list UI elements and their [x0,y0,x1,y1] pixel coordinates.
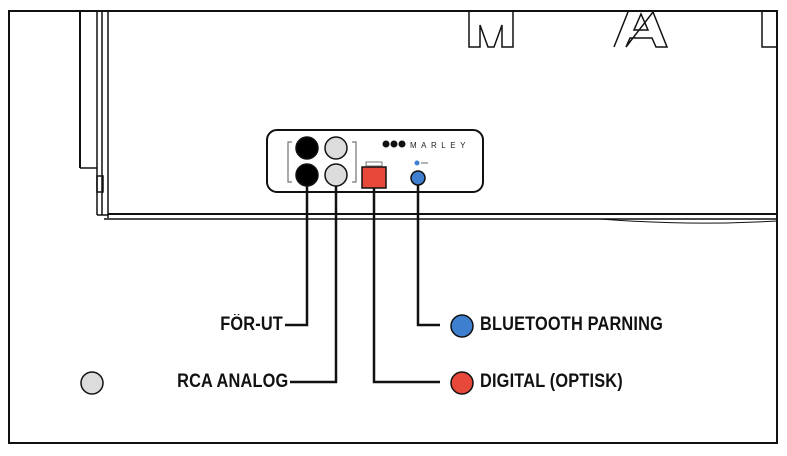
legend-dot-digital [450,371,474,395]
bluetooth-small-icon [414,160,420,166]
digital-optical-port [361,166,387,189]
leader-line-rca-analog [290,186,338,384]
brand-logo-text: MARLEY [410,141,470,150]
label-pre-out: FÖR-UT [220,314,283,335]
label-digital-optical: DIGITAL (OPTISK) [480,371,623,392]
pre-out-jack-bottom [295,163,319,187]
label-bluetooth-pairing: BLUETOOTH PARNING [480,314,663,335]
digital-port-label-mark [365,161,383,167]
jack-bracket-marks [287,141,357,183]
marley-logo-lettering [468,10,776,48]
legend-dot-rca-analog [80,371,104,395]
leader-line-pre-out [285,186,309,327]
legend-dot-bluetooth [450,314,474,338]
label-rca-analog: RCA ANALOG [176,371,288,392]
rca-jack-bottom [324,163,348,187]
outer-frame [8,10,778,444]
rca-jack-top [324,136,348,160]
device-side-edge [79,12,109,218]
leader-line-digital [372,188,440,384]
device-bottom-edge [104,213,778,224]
pre-out-jack-top [295,136,319,160]
brand-logo-badge [382,140,406,148]
bluetooth-pairing-button [410,170,426,186]
leader-line-bluetooth [416,185,440,327]
leader-lines [285,185,440,384]
